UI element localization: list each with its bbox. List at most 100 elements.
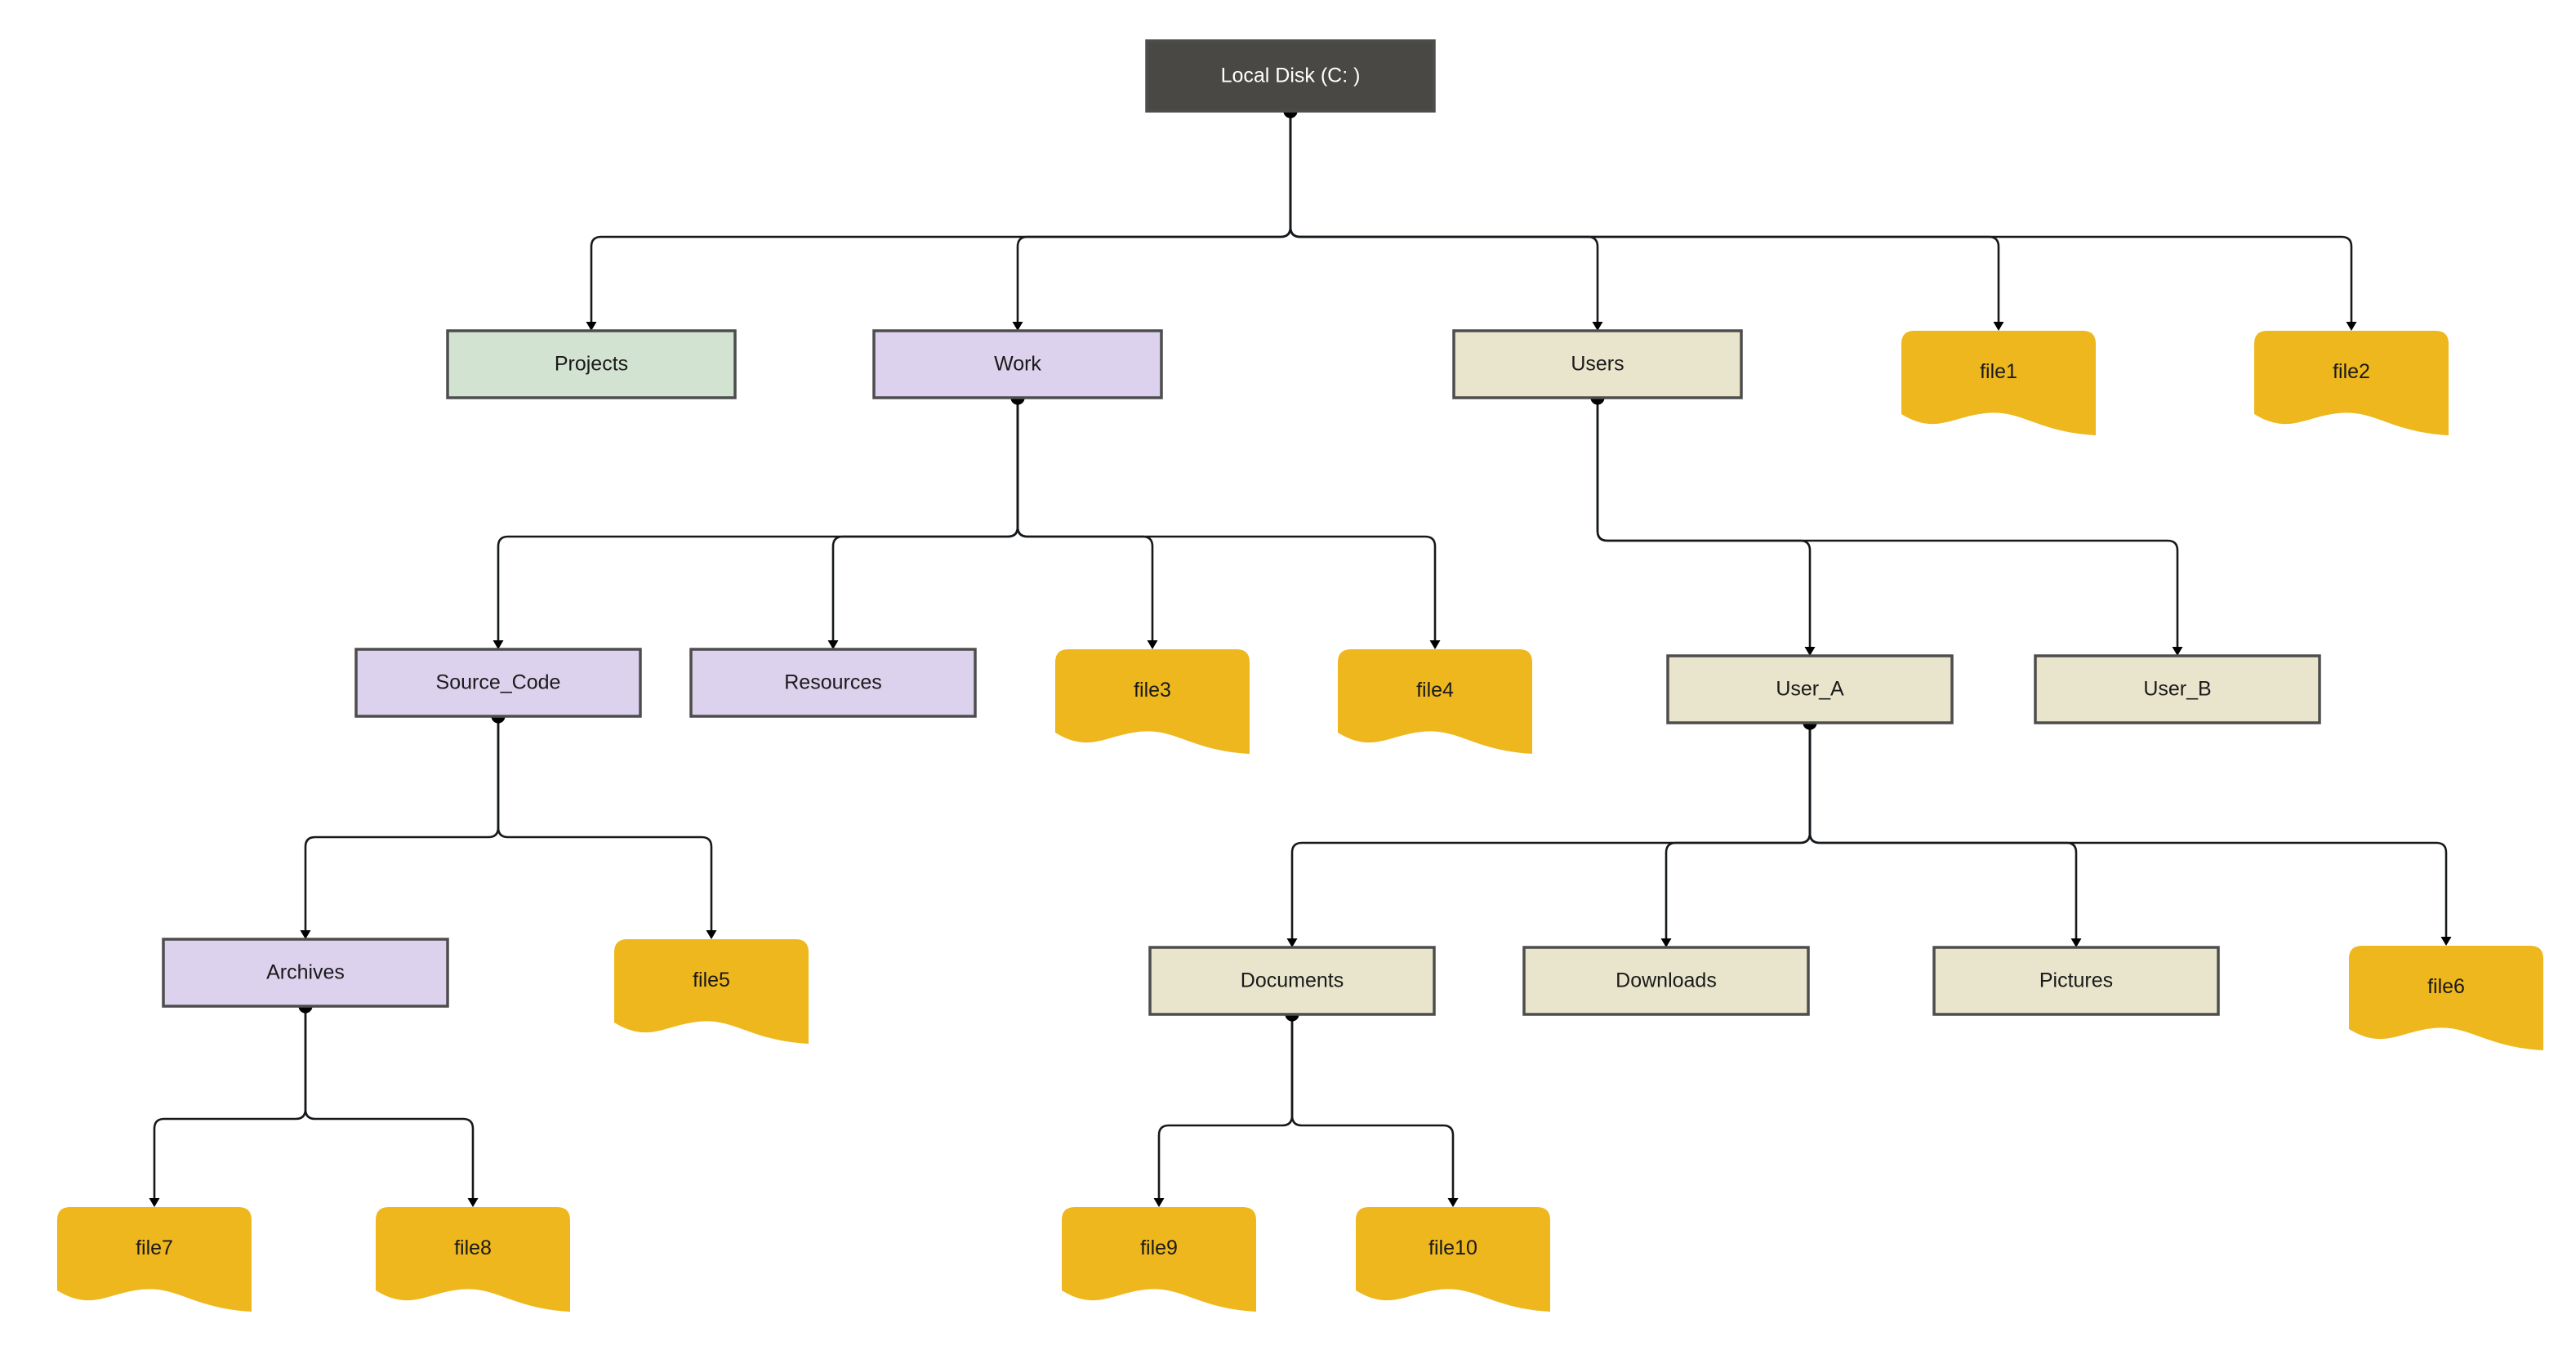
- file-shape-file2[interactable]: [2254, 331, 2449, 435]
- edge-arrowhead: [1993, 322, 2004, 331]
- edge-root-to-file2: [1283, 104, 2357, 331]
- node-file9[interactable]: file9: [1062, 1207, 1256, 1312]
- node-root[interactable]: Local Disk (C: ): [1145, 39, 1436, 113]
- node-file8[interactable]: file8: [376, 1207, 570, 1312]
- edge-arrowhead: [2070, 938, 2082, 947]
- folder-shape-archives[interactable]: [162, 938, 449, 1008]
- edge-line: [1808, 723, 2078, 939]
- folder-shape-source_code[interactable]: [354, 648, 642, 718]
- edge-arrowhead: [2440, 937, 2452, 946]
- node-users[interactable]: Users: [1452, 329, 1743, 399]
- folder-shape-projects[interactable]: [446, 329, 737, 399]
- edge-user_a-to-downloads: [1660, 715, 1817, 947]
- node-user_a[interactable]: User_A: [1666, 654, 1954, 724]
- node-file3[interactable]: file3: [1055, 649, 1250, 754]
- folder-shape-user_a[interactable]: [1666, 654, 1954, 724]
- node-file1[interactable]: file1: [1901, 331, 2096, 435]
- folder-shape-pictures[interactable]: [1932, 946, 2220, 1016]
- edge-arrowhead: [1660, 938, 1672, 947]
- node-documents[interactable]: Documents: [1148, 946, 1436, 1016]
- edge-root-to-users: [1283, 104, 1603, 331]
- edge-arrowhead: [706, 930, 717, 939]
- folder-shape-users[interactable]: [1452, 329, 1743, 399]
- edge-users-to-user_a: [1590, 390, 1816, 656]
- edge-line: [1016, 398, 1154, 641]
- edge-arrowhead: [1147, 640, 1158, 649]
- edge-archives-to-file7: [149, 999, 313, 1207]
- edge-arrowhead: [149, 1198, 160, 1207]
- edge-line: [1289, 111, 2353, 323]
- edge-source_code-to-archives: [300, 709, 506, 939]
- edge-line: [1596, 398, 2179, 648]
- folder-shape-user_b[interactable]: [2034, 654, 2321, 724]
- edge-arrowhead: [2346, 322, 2357, 331]
- edge-arrowhead: [586, 322, 597, 331]
- node-archives[interactable]: Archives: [162, 938, 449, 1008]
- file-shape-file7[interactable]: [57, 1207, 252, 1312]
- edge-arrowhead: [467, 1198, 479, 1207]
- edge-arrowhead: [1592, 322, 1603, 331]
- edge-user_a-to-pictures: [1803, 715, 2082, 947]
- file-shape-file1[interactable]: [1901, 331, 2096, 435]
- node-file5[interactable]: file5: [614, 939, 809, 1044]
- edge-root-to-projects: [586, 104, 1298, 331]
- root-shape-root[interactable]: [1145, 39, 1436, 113]
- file-shape-file8[interactable]: [376, 1207, 570, 1312]
- edge-arrowhead: [1804, 647, 1816, 656]
- node-file2[interactable]: file2: [2254, 331, 2449, 435]
- edge-line: [497, 716, 713, 931]
- edge-line: [1665, 723, 1812, 939]
- edge-arrowhead: [827, 640, 839, 649]
- node-file6[interactable]: file6: [2349, 946, 2543, 1050]
- edge-line: [590, 111, 1292, 323]
- node-user_b[interactable]: User_B: [2034, 654, 2321, 724]
- edge-line: [1289, 111, 2000, 323]
- folder-shape-resources[interactable]: [689, 648, 977, 718]
- file-shape-file3[interactable]: [1055, 649, 1250, 754]
- edge-user_a-to-file6: [1803, 715, 2452, 946]
- node-resources[interactable]: Resources: [689, 648, 977, 718]
- file-shape-file9[interactable]: [1062, 1207, 1256, 1312]
- edge-user_a-to-documents: [1286, 715, 1817, 947]
- edge-arrowhead: [492, 640, 504, 649]
- node-file10[interactable]: file10: [1356, 1207, 1550, 1312]
- edge-line: [1016, 111, 1292, 323]
- folder-shape-work[interactable]: [872, 329, 1163, 399]
- edge-arrowhead: [300, 930, 311, 939]
- node-work[interactable]: Work: [872, 329, 1163, 399]
- edge-archives-to-file8: [298, 999, 479, 1207]
- edge-work-to-file3: [1010, 390, 1158, 649]
- edge-arrowhead: [1447, 1198, 1459, 1207]
- edge-line: [497, 398, 1019, 641]
- edge-line: [1808, 723, 2448, 938]
- file-shape-file10[interactable]: [1356, 1207, 1550, 1312]
- edge-work-to-file4: [1010, 390, 1441, 649]
- node-file7[interactable]: file7: [57, 1207, 252, 1312]
- edge-work-to-source_code: [492, 390, 1025, 649]
- edge-arrowhead: [1429, 640, 1441, 649]
- edge-root-to-file1: [1283, 104, 2004, 331]
- node-file4[interactable]: file4: [1338, 649, 1532, 754]
- edge-work-to-resources: [827, 390, 1025, 649]
- file-shape-file5[interactable]: [614, 939, 809, 1044]
- edge-line: [153, 1006, 307, 1199]
- file-shape-file4[interactable]: [1338, 649, 1532, 754]
- node-downloads[interactable]: Downloads: [1522, 946, 1810, 1016]
- edge-arrowhead: [1012, 322, 1023, 331]
- folder-shape-documents[interactable]: [1148, 946, 1436, 1016]
- edge-line: [1290, 1014, 1455, 1199]
- node-pictures[interactable]: Pictures: [1932, 946, 2220, 1016]
- nodes-layer: Local Disk (C: ) Projects Work Users file1 fi…: [57, 39, 2543, 1312]
- edge-source_code-to-file5: [491, 709, 717, 939]
- node-source_code[interactable]: Source_Code: [354, 648, 642, 718]
- edge-line: [304, 1006, 475, 1199]
- edge-line: [1157, 1014, 1294, 1199]
- edge-documents-to-file9: [1153, 1007, 1299, 1207]
- edge-documents-to-file10: [1285, 1007, 1459, 1207]
- node-projects[interactable]: Projects: [446, 329, 737, 399]
- file-shape-file6[interactable]: [2349, 946, 2543, 1050]
- edge-line: [1289, 111, 1599, 323]
- folder-shape-downloads[interactable]: [1522, 946, 1810, 1016]
